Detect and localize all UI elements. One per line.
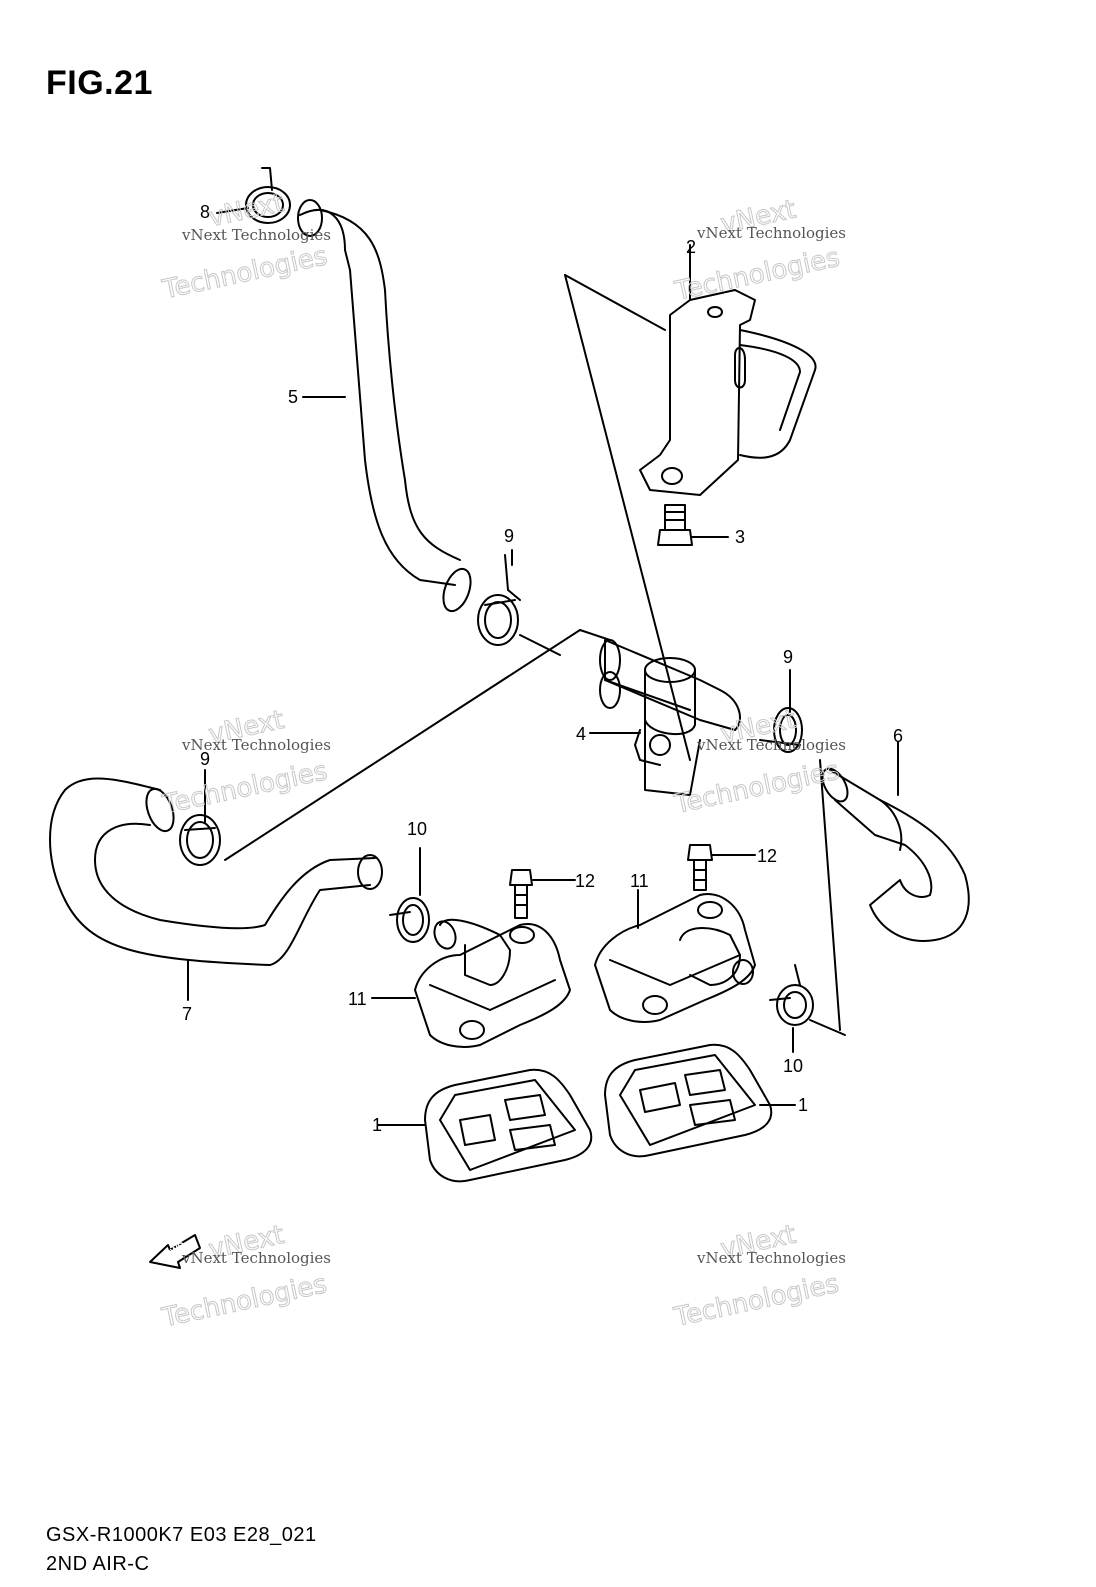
callout-3: 3 [735, 527, 745, 547]
watermark-tech: Technologies [159, 756, 330, 820]
clamp-10-left [389, 847, 430, 943]
clamp-9-right [759, 669, 803, 753]
callout-4: 4 [576, 724, 586, 744]
reed-plate-1-right [604, 1043, 796, 1158]
clamp-10-right [769, 964, 846, 1053]
callout-10-right: 10 [783, 1056, 803, 1076]
watermark-text: vNext Technologies [696, 1249, 846, 1267]
callout-7: 7 [182, 1004, 192, 1024]
reed-valve-cover-11-right [594, 889, 756, 1023]
figure-title: FIG.21 [46, 64, 153, 102]
watermark-bottom-left: vNext vNext Technologies Technologies [158, 1220, 331, 1334]
watermark-tech: Technologies [671, 1269, 842, 1333]
leader-line-4 [564, 274, 691, 761]
callout-12-left: 12 [575, 871, 595, 891]
watermark-mid-right: vNext vNext Technologies Technologies [671, 704, 846, 820]
routing-line-c [579, 629, 611, 641]
callout-11-left: 11 [348, 989, 367, 1009]
bolt-3 [657, 504, 729, 546]
watermark-text: vNext Technologies [696, 736, 846, 754]
callout-1-right: 1 [798, 1095, 808, 1115]
callout-10-left: 10 [407, 819, 427, 839]
callout-1-left: 1 [372, 1115, 382, 1135]
callout-9-right: 9 [783, 647, 793, 667]
watermark-top-right: vNext vNext Technologies Technologies [671, 194, 846, 307]
watermark-text: vNext Technologies [181, 226, 331, 244]
watermark-text: vNext Technologies [181, 1249, 331, 1267]
callout-9-left: 9 [200, 749, 210, 769]
callout-labels: 8 2 5 3 9 9 4 9 6 10 12 11 12 11 7 10 1 … [182, 202, 903, 1135]
callout-12-right: 12 [757, 846, 777, 866]
watermark-group: vNext vNext Technologies Technologies vN… [158, 188, 846, 1334]
model-code: GSX-R1000K7 E03 E28_021 [46, 1524, 317, 1546]
bolt-12-left [509, 869, 576, 919]
callout-11-right: 11 [630, 871, 649, 891]
reed-valve-cover-11-left [371, 918, 571, 1048]
bracket-2 [639, 244, 817, 496]
watermark-tech: Technologies [672, 243, 843, 307]
watermark-bottom-right: vNext vNext Technologies Technologies [670, 1219, 846, 1333]
watermark-tech: Technologies [159, 1269, 330, 1333]
hose-7 [49, 777, 383, 1001]
watermark-mid-left: vNext vNext Technologies Technologies [159, 705, 331, 821]
watermark-text: vNext Technologies [696, 224, 846, 242]
leader-line-2 [564, 274, 666, 331]
clamp-9-upper [477, 554, 521, 646]
watermark-tech: Technologies [159, 241, 330, 305]
bolt-12-right [687, 844, 756, 891]
routing-line-b [224, 629, 581, 861]
callout-8: 8 [200, 202, 210, 222]
callout-6: 6 [893, 726, 903, 746]
watermark-text: vNext Technologies [181, 736, 331, 754]
hose-5 [297, 199, 472, 613]
diagram-name: 2ND AIR-C [46, 1553, 150, 1575]
fwd-arrow-icon [149, 1234, 201, 1269]
clamp-9-left [179, 779, 221, 866]
reed-plate-1-left [377, 1068, 593, 1183]
watermark-top-left: vNext vNext Technologies Technologies [159, 188, 331, 306]
clamp-8 [216, 167, 291, 224]
watermark-tech: Technologies [671, 756, 842, 820]
control-valve-4 [589, 639, 741, 796]
callout-9-upper: 9 [504, 526, 514, 546]
routing-line-a [519, 634, 561, 656]
hose-6 [819, 741, 970, 1031]
callout-5: 5 [288, 387, 298, 407]
callout-2: 2 [686, 237, 696, 257]
